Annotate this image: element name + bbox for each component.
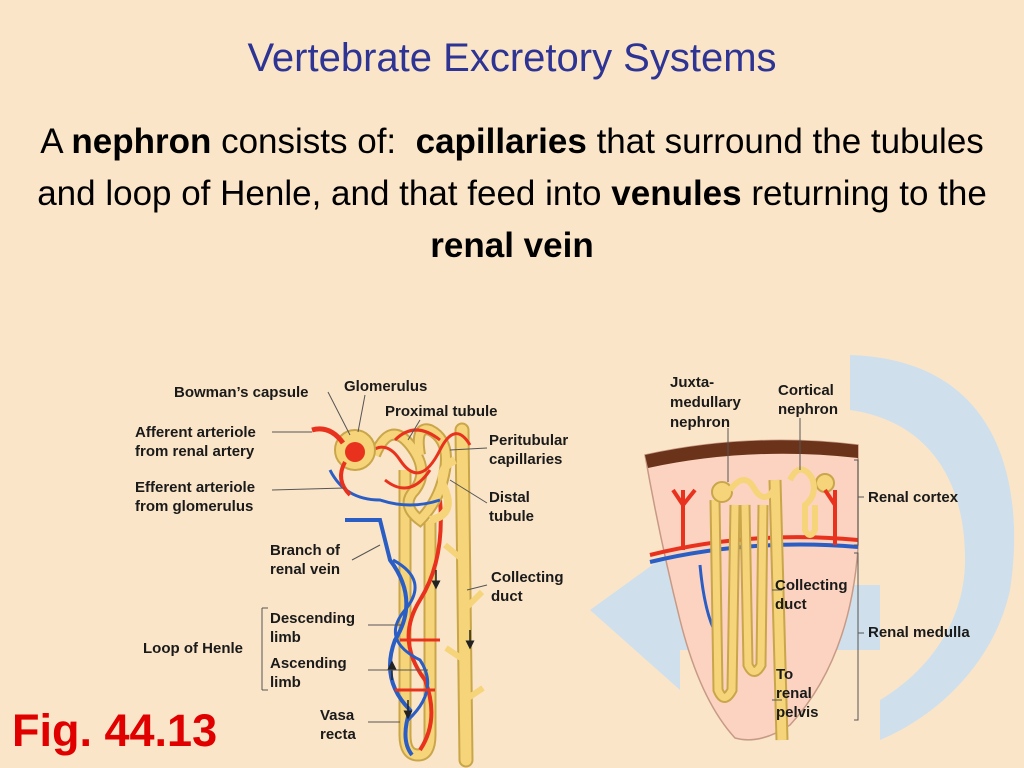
label-efferent-arteriole-2: from glomerulus: [135, 498, 253, 515]
kidney-section-diagram: Juxta- medullary nephron Cortical nephro…: [644, 374, 970, 741]
renal-arteries-shape: [671, 488, 837, 550]
slide-title: Vertebrate Excretory Systems: [247, 36, 777, 80]
label-bowmans-capsule: Bowman’s capsule: [174, 384, 309, 401]
label-collecting-duct-right-2: duct: [775, 596, 807, 613]
label-to-renal-pelvis-3: pelvis: [776, 704, 819, 721]
leader-lines-left: [261, 391, 488, 723]
collecting-duct-shape: [443, 422, 485, 768]
label-collecting-duct-right: Collecting: [775, 577, 848, 594]
figure-label: Fig. 44.13: [12, 705, 218, 756]
label-to-renal-pelvis-2: renal: [776, 685, 812, 702]
label-efferent-arteriole: Efferent arteriole: [135, 479, 255, 496]
label-collecting-duct: Collecting: [491, 569, 564, 586]
label-ascending-limb-2: limb: [270, 674, 301, 691]
slide-body-text: A nephron consists of: capillaries that …: [20, 116, 1004, 272]
label-to-renal-pelvis: To: [776, 666, 793, 683]
label-juxtamedullary-nephron-2: medullary: [670, 394, 742, 411]
label-branch-renal-vein: Branch of: [270, 542, 341, 559]
glomerulus-shape: [334, 429, 376, 471]
body-term-capillaries: capillaries: [415, 122, 587, 161]
label-collecting-duct-2: duct: [491, 588, 523, 605]
collecting-duct-right-shape: [768, 479, 789, 741]
label-juxtamedullary-nephron: Juxta-: [670, 374, 714, 391]
label-vasa-recta: Vasa: [320, 707, 355, 724]
label-proximal-tubule: Proximal tubule: [385, 403, 498, 420]
body-text-part: that surround the tubules and loop of He…: [37, 122, 984, 213]
label-juxtamedullary-nephron-3: nephron: [670, 414, 730, 431]
label-descending-limb: Descending: [270, 610, 355, 627]
label-renal-medulla: Renal medulla: [868, 624, 970, 641]
arterioles-shape: [311, 426, 352, 497]
leader-lines-right: [727, 418, 864, 721]
label-peritubular-capillaries-2: capillaries: [489, 451, 562, 468]
body-text-part: A: [40, 122, 62, 161]
convoluted-tubule-shape: [369, 423, 457, 528]
label-descending-limb-2: limb: [270, 629, 301, 646]
label-glomerulus: Glomerulus: [344, 378, 427, 395]
body-text-part: returning to the: [751, 174, 987, 213]
label-peritubular-capillaries: Peritubular: [489, 432, 568, 449]
flow-arrows: [387, 570, 475, 720]
label-distal-tubule: Distal: [489, 489, 530, 506]
label-afferent-arteriole: Afferent arteriole: [135, 424, 256, 441]
label-renal-cortex: Renal cortex: [868, 489, 959, 506]
label-ascending-limb: Ascending: [270, 655, 347, 672]
cortical-nephron-shape: [711, 466, 835, 538]
label-cortical-nephron: Cortical: [778, 382, 834, 399]
peritubular-capillaries-shape: [328, 428, 472, 507]
body-term-nephron: nephron: [71, 122, 212, 161]
label-vasa-recta-2: recta: [320, 726, 357, 743]
body-text-part: consists of:: [221, 122, 397, 161]
body-term-renal-vein: renal vein: [430, 226, 594, 265]
label-cortical-nephron-2: nephron: [778, 401, 838, 418]
body-term-venules: venules: [611, 174, 742, 213]
label-afferent-arteriole-2: from renal artery: [135, 443, 255, 460]
label-distal-tubule-2: tubule: [489, 508, 534, 525]
label-loop-of-henle: Loop of Henle: [143, 640, 243, 657]
label-branch-renal-vein-2: renal vein: [270, 561, 340, 578]
nephron-diagram: Bowman’s capsule Glomerulus Proximal tub…: [135, 378, 568, 768]
